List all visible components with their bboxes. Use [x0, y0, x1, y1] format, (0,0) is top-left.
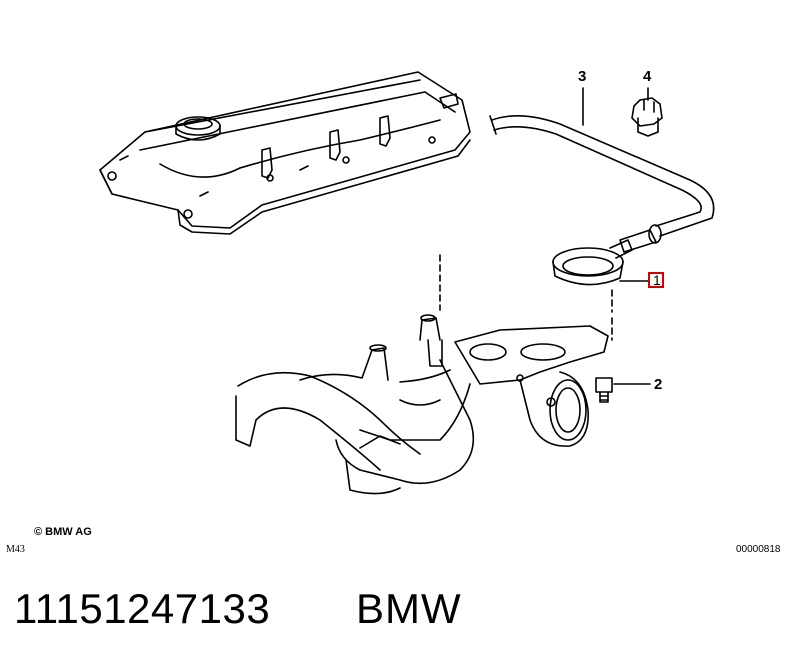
- callout-1: 1: [653, 272, 661, 288]
- parts-diagram: [99, 71, 715, 495]
- valve-cover: [99, 71, 471, 235]
- model-code: M43: [6, 544, 25, 555]
- callout-2: 2: [654, 376, 663, 393]
- callout-4: 4: [643, 68, 652, 85]
- brand-name: BMW: [356, 585, 462, 632]
- gasket: [552, 239, 633, 286]
- callout-1-highlight[interactable]: 1: [648, 272, 664, 288]
- diagram-id: 00000818: [736, 544, 781, 555]
- hose-clip: [631, 97, 663, 137]
- leader-lines: [439, 87, 651, 385]
- intake-manifold: [235, 314, 609, 495]
- part-number: 11151247133: [14, 585, 271, 632]
- copyright-notice: © BMW AG: [34, 526, 92, 538]
- callout-3: 3: [578, 68, 587, 85]
- vent-hose: [489, 115, 715, 253]
- bolt: [595, 377, 613, 403]
